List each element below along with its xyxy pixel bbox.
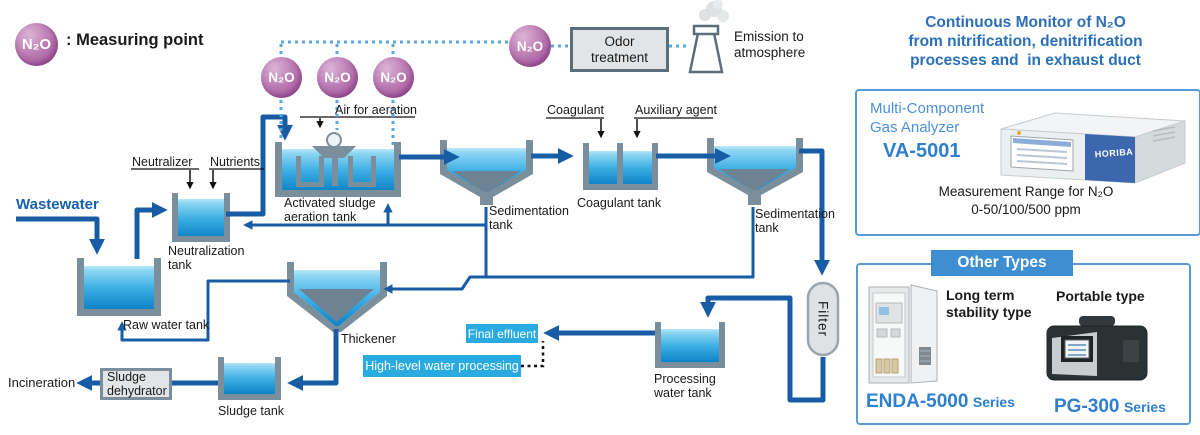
final-effluent-box: Final effluent: [466, 324, 538, 343]
main-flow-pipes: [16, 114, 831, 403]
aeration-tank-shape: [275, 132, 401, 197]
high-level-processing-box: High-level water processing: [363, 355, 521, 377]
sedimentation-tank-2-label: Sedimentation tank: [755, 207, 835, 235]
pg-series-text: Series: [1123, 399, 1166, 415]
sludge-dehydrator-box: Sludge dehydrator: [100, 368, 172, 400]
sludge-dehydrator-text: Sludge dehydrator: [107, 370, 167, 398]
activated-sludge-tank-label: Activated sludge aeration tank: [284, 196, 376, 224]
sludge-tank-shape: [218, 357, 281, 400]
other-types-header: Other Types: [931, 250, 1073, 276]
n2o-text: N₂O: [516, 38, 544, 54]
neutralizer-label: Neutralizer: [132, 155, 193, 169]
enda-series-text: Series: [972, 394, 1015, 410]
n2o-point-4: N₂O: [509, 25, 551, 67]
return-pipes: [117, 203, 755, 342]
sedimentation-tank-1-label: Sedimentation tank: [489, 204, 569, 232]
neutralization-tank-label: Neutralization tank: [168, 244, 245, 272]
pg300-label: PG-300 Series: [1054, 396, 1166, 418]
thickener-label: Thickener: [341, 332, 396, 346]
filter-label: Filter: [808, 283, 838, 355]
wastewater-label: Wastewater: [16, 196, 99, 213]
air-for-aeration-label: Air for aeration: [335, 103, 417, 117]
n2o-point-1: N₂O: [261, 57, 302, 98]
n2o-text: N₂O: [380, 70, 407, 85]
raw-water-tank-label: Raw water tank: [123, 318, 210, 332]
odor-treatment-text: Odor treatment: [590, 33, 649, 65]
measurement-range-line1: Measurement Range for N₂O: [938, 184, 1114, 199]
high-level-text: High-level water processing: [365, 359, 519, 373]
processing-water-tank-shape: [655, 322, 725, 368]
panel-heading-line3: processes and in exhaust duct: [910, 52, 1141, 69]
chemical-feed-lines: [131, 116, 713, 190]
legend-badge-text: N₂O: [21, 36, 52, 53]
legend-label: : Measuring point: [66, 31, 204, 49]
emission-label: Emission to atmosphere: [734, 29, 806, 60]
long-term-label: Long term stability type: [946, 287, 1032, 320]
filter-vessel-shape: [806, 281, 840, 357]
enda5000-label: ENDA-5000 Series: [866, 391, 1015, 413]
sedimentation-tank-1-shape: [440, 140, 533, 205]
sedimentation-tank-2-shape: [707, 138, 803, 205]
thickener-shape: [287, 262, 387, 332]
high-level-dotted-link: [521, 341, 545, 368]
portable-label: Portable type: [1056, 288, 1145, 304]
coagulant-tank-shape: [583, 143, 658, 190]
enda5000-image: [867, 281, 943, 389]
pg300-image: [1045, 314, 1149, 384]
filter-text: Filter: [815, 301, 831, 337]
n2o-point-3: N₂O: [373, 57, 414, 98]
pg-model-text: PG-300: [1054, 396, 1120, 417]
enda-model-text: ENDA-5000: [866, 391, 969, 412]
measurement-range-line2: 0-50/100/500 ppm: [971, 202, 1081, 217]
aerator-icon: [312, 146, 356, 186]
analyzer-model: VA-5001: [883, 140, 961, 162]
auxiliary-agent-label: Auxiliary agent: [635, 103, 717, 117]
analyzer-type-line1: Multi-Component: [870, 100, 985, 117]
neutralization-tank-shape: [172, 193, 230, 242]
processing-water-tank-label: Processing water tank: [654, 372, 716, 400]
final-effluent-text: Final effluent: [467, 326, 537, 341]
panel-heading-line2: from nitrification, denitrification: [908, 33, 1143, 50]
panel-heading-line1: Continuous Monitor of N₂O: [925, 14, 1126, 31]
n2o-text: N₂O: [324, 70, 351, 85]
nutrients-label: Nutrients: [210, 155, 261, 169]
coagulant-tank-label: Coagulant tank: [577, 196, 662, 210]
sludge-tank-label: Sludge tank: [218, 404, 285, 418]
odor-treatment-box: Odor treatment: [570, 27, 669, 72]
va5001-image: [993, 95, 1193, 185]
legend-n2o-badge: N₂O: [15, 23, 58, 66]
incineration-label: Incineration: [8, 375, 76, 390]
coagulant-label: Coagulant: [547, 103, 604, 117]
chimney-icon: [688, 0, 729, 74]
raw-water-tank-shape: [77, 258, 161, 316]
n2o-point-2: N₂O: [317, 57, 358, 98]
n2o-text: N₂O: [268, 70, 295, 85]
analyzer-type-line2: Gas Analyzer: [870, 119, 960, 136]
